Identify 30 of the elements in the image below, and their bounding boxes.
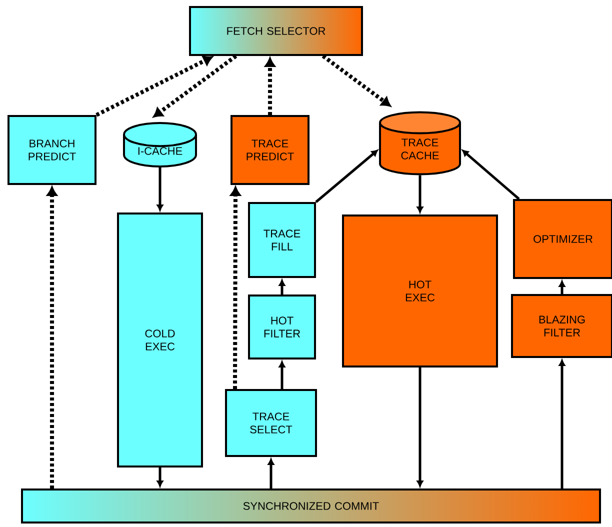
cache-cylinder: I-CACHE bbox=[123, 122, 197, 168]
dashed-arrow bbox=[230, 186, 241, 389]
arrow bbox=[156, 167, 164, 211]
process-box: TRACE PREDICT bbox=[230, 115, 310, 185]
cache-cylinder: TRACE CACHE bbox=[379, 111, 461, 176]
process-box: HOT EXEC bbox=[342, 214, 498, 368]
process-box: SYNCHRONIZED COMMIT bbox=[21, 488, 601, 524]
dashed-arrow bbox=[153, 54, 238, 118]
process-box: HOT FILTER bbox=[248, 294, 316, 360]
arrow bbox=[278, 361, 286, 389]
arrow bbox=[315, 150, 378, 203]
arrow bbox=[416, 175, 424, 213]
arrow bbox=[558, 360, 566, 488]
process-box: COLD EXEC bbox=[117, 212, 203, 468]
process-box: TRACE FILL bbox=[248, 202, 316, 278]
process-box: BLAZING FILTER bbox=[511, 294, 612, 358]
arrow bbox=[462, 150, 520, 200]
arrow bbox=[278, 280, 286, 294]
dashed-arrow bbox=[46, 186, 58, 488]
process-box: OPTIMIZER bbox=[513, 199, 612, 279]
dashed-arrow bbox=[264, 58, 276, 115]
dashed-arrow bbox=[96, 56, 212, 117]
process-box: TRACE SELECT bbox=[225, 389, 317, 457]
arrow bbox=[156, 468, 164, 487]
process-box: FETCH SELECTOR bbox=[189, 6, 363, 56]
process-box: BRANCH PREDICT bbox=[8, 115, 96, 185]
arrow bbox=[416, 368, 424, 487]
arrow bbox=[558, 280, 566, 294]
dashed-arrow bbox=[322, 54, 391, 107]
arrow bbox=[268, 458, 274, 488]
